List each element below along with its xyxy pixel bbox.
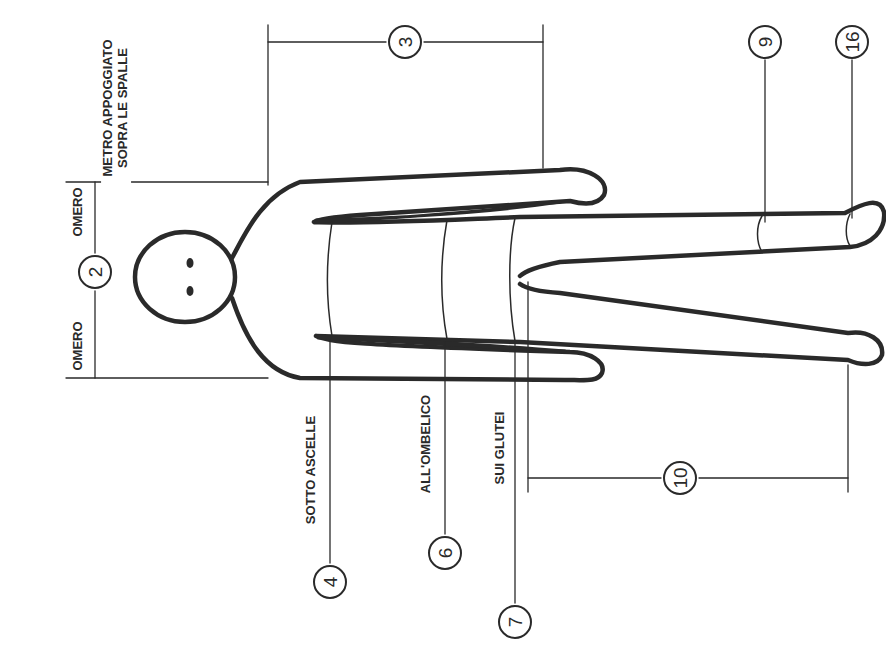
- callout-circle: 16: [835, 25, 869, 59]
- measure-label: OMERO: [71, 319, 86, 372]
- callout-circle: 3: [388, 25, 422, 59]
- callout-number: 9: [756, 37, 775, 48]
- callout-number: 3: [396, 37, 415, 48]
- measure-label: ALL'OMBELICO: [419, 393, 434, 495]
- callout-circle: 2: [78, 255, 112, 289]
- callout-circle: 6: [428, 536, 462, 570]
- callout-circle: 7: [498, 605, 532, 639]
- callout-number: 7: [506, 617, 525, 628]
- callout-number: 4: [321, 577, 340, 588]
- callout-circle: 4: [313, 565, 347, 599]
- callout-circle: 10: [663, 461, 697, 495]
- callout-number: 10: [671, 467, 690, 488]
- callout-number: 16: [843, 31, 862, 52]
- measure-label: SOTTO ASCELLE: [304, 414, 319, 526]
- measure-label: SUI GLUTEI: [493, 410, 508, 487]
- callout-circle: 9: [748, 25, 782, 59]
- callout-number: 2: [86, 267, 105, 278]
- measure-label: OMERO: [71, 185, 86, 238]
- callout-number: 6: [436, 548, 455, 559]
- measure-label: METRO APPOGGIATO SOPRA LE SPALLE: [101, 31, 131, 185]
